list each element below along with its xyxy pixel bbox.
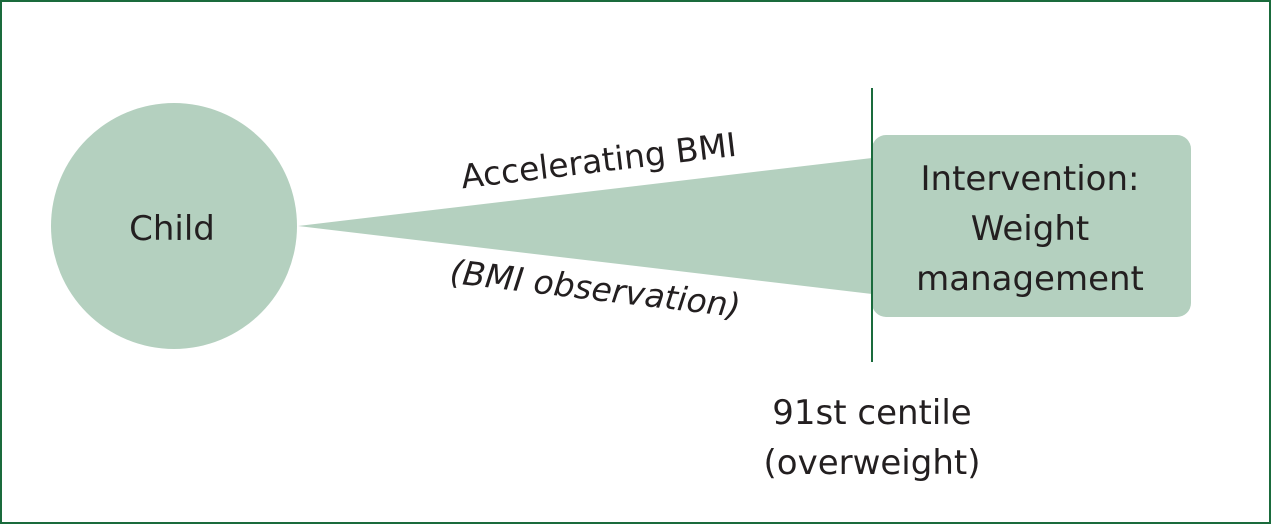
child-node bbox=[51, 103, 297, 349]
threshold-label-line2: (overweight) bbox=[764, 443, 981, 483]
threshold-label-line1: 91st centile bbox=[772, 393, 971, 433]
intervention-node bbox=[872, 135, 1191, 317]
child-node-label: Child bbox=[129, 209, 215, 249]
intervention-label-line3: management bbox=[916, 259, 1144, 299]
intervention-label-line1: Intervention: bbox=[921, 159, 1140, 199]
bmi-trajectory-wedge bbox=[298, 158, 872, 294]
intervention-label-line2: Weight bbox=[971, 209, 1089, 249]
